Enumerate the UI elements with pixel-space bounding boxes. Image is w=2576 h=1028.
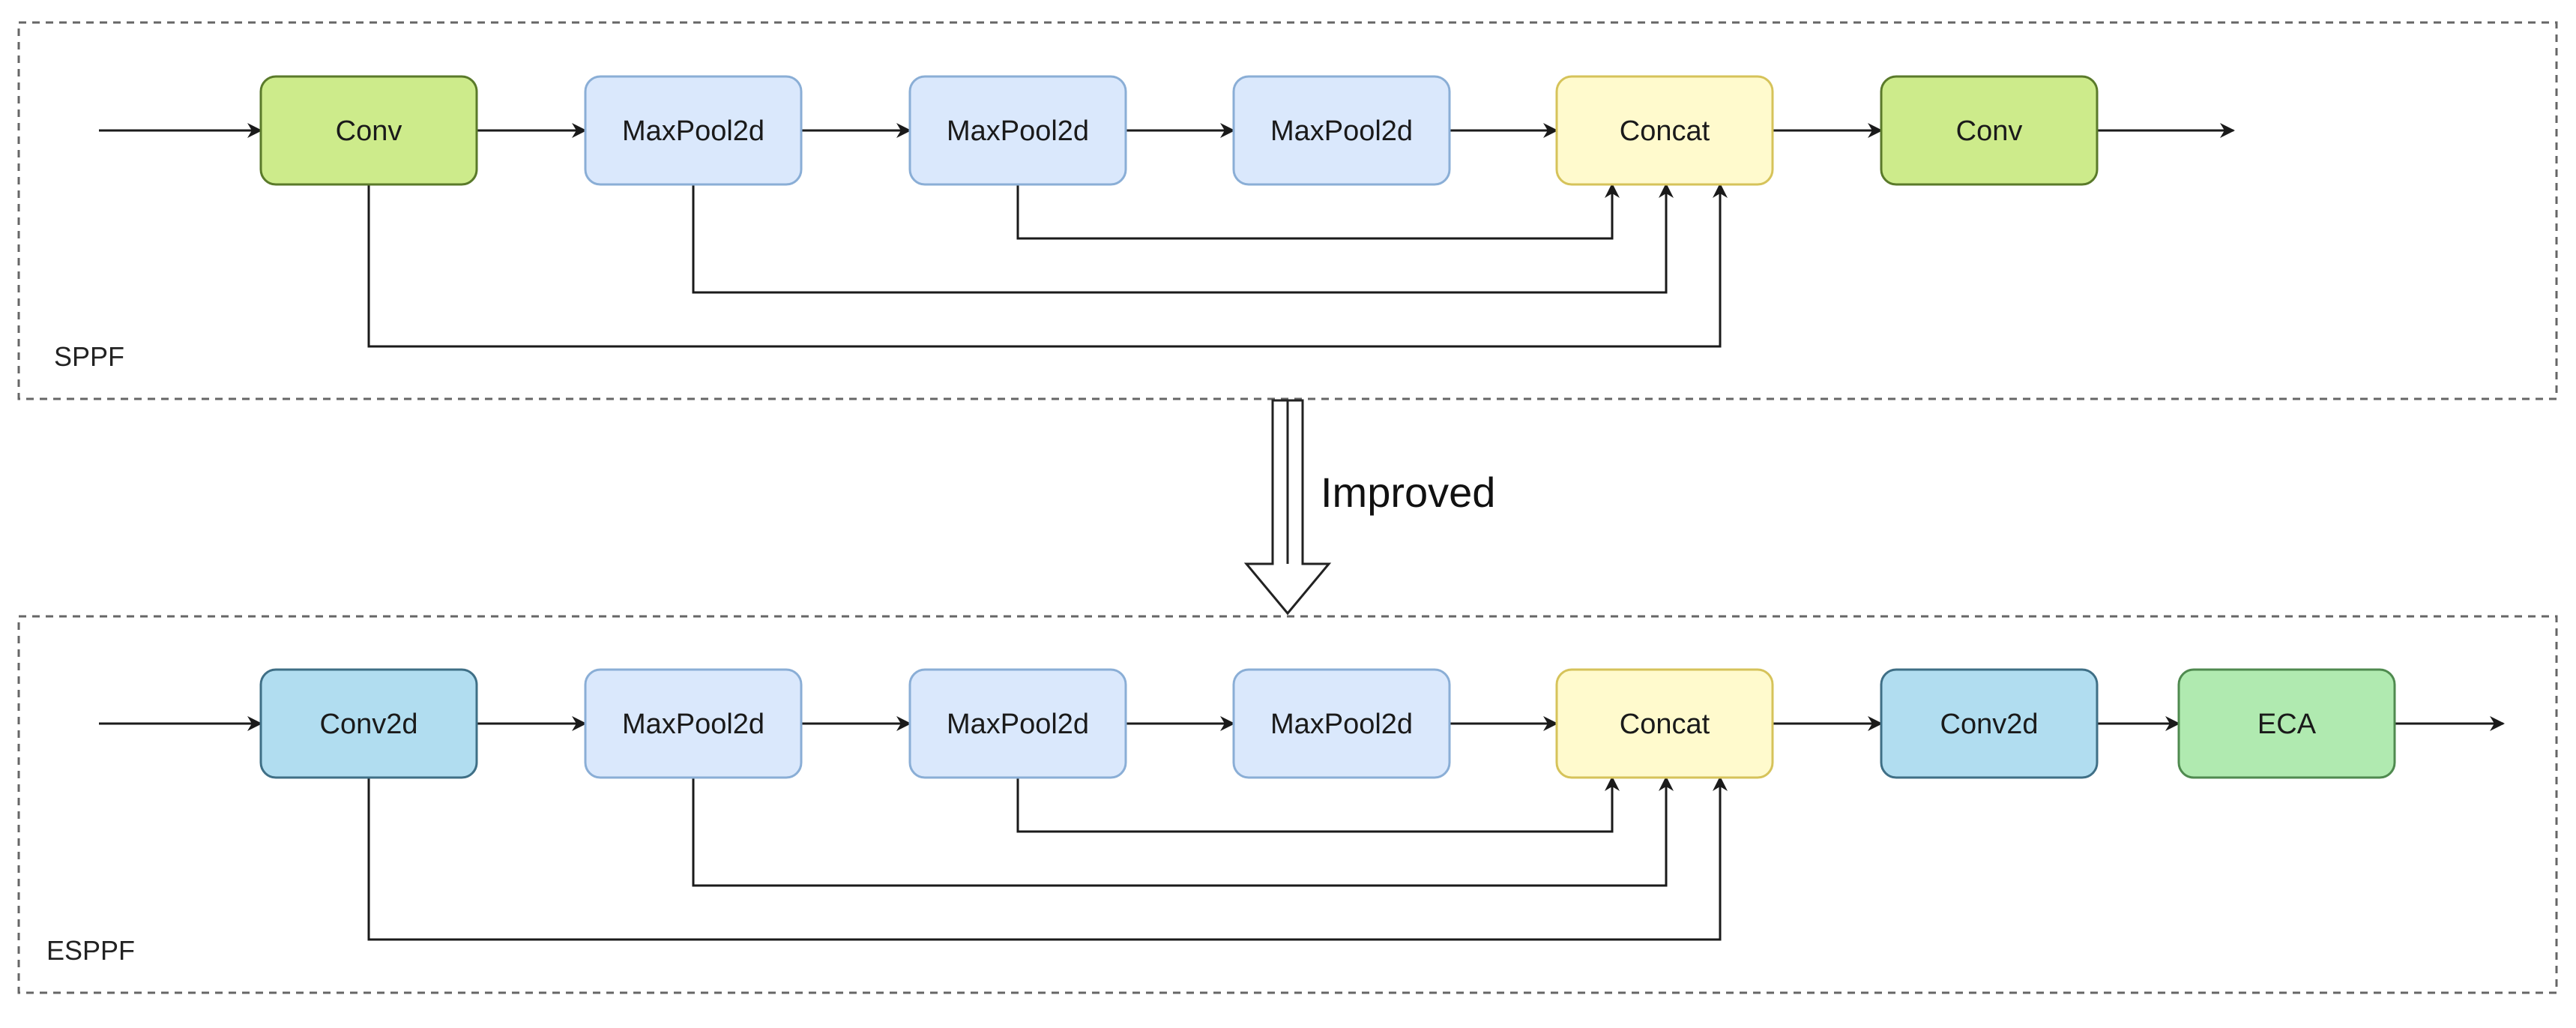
sppf-conv-1-skip-to-concat <box>367 183 1728 348</box>
sppf-maxpool-1: MaxPool2d <box>584 75 803 186</box>
sppf-conv-2-box <box>1880 75 2099 186</box>
esppf-eca: ECA <box>2177 668 2396 779</box>
sppf-maxpool-1-label: MaxPool2d <box>622 115 764 147</box>
sppf-conv-1-label: Conv <box>336 115 402 147</box>
sppf-maxpool-2: MaxPool2d <box>908 75 1127 186</box>
esppf-conv2d-1-label: Conv2d <box>320 709 418 740</box>
sppf-conv-1: Conv <box>259 75 478 186</box>
esppf-group-frame <box>17 615 2558 994</box>
sppf-concat: Concat <box>1555 75 1774 186</box>
esppf-maxpool-3: MaxPool2d <box>1232 668 1451 779</box>
sppf-maxpool-2-skip-to-concat <box>1016 183 1620 240</box>
sppf-group-frame <box>17 21 2558 400</box>
esppf-maxpool-1-skip-to-concat <box>692 776 1674 887</box>
esppf-maxpool-3-box <box>1232 668 1451 779</box>
sppf-conv-2-label: Conv <box>1956 115 2023 147</box>
esppf-concat: Concat <box>1555 668 1774 779</box>
sppf-maxpool-3-label: MaxPool2d <box>1270 115 1413 147</box>
sppf-conv-1-box <box>259 75 478 186</box>
esppf-conv2d-1-box <box>259 668 478 779</box>
sppf-maxpool-1-box <box>584 75 803 186</box>
sppf-nodes: Conv MaxPool2d MaxPool2d MaxPool2d Concat Con… <box>259 75 2099 186</box>
esppf-conv2d-2: Conv2d <box>1880 668 2099 779</box>
esppf-concat-box <box>1555 668 1774 779</box>
esppf-conv2d-1-skip-to-concat <box>367 776 1728 941</box>
sppf-concat-label: Concat <box>1620 115 1710 147</box>
sppf-group-label: SPPF <box>54 341 124 372</box>
esppf-maxpool-1-label: MaxPool2d <box>622 709 764 740</box>
sppf-maxpool-3-box <box>1232 75 1451 186</box>
sppf-conv-2: Conv <box>1880 75 2099 186</box>
sppf-concat-box <box>1555 75 1774 186</box>
esppf-nodes: Conv2d MaxPool2d MaxPool2d MaxPool2d Concat C… <box>259 668 2396 779</box>
sppf-edges <box>99 123 2235 348</box>
sppf-maxpool-3: MaxPool2d <box>1232 75 1451 186</box>
esppf-maxpool-1-box <box>584 668 803 779</box>
sppf-maxpool-2-label: MaxPool2d <box>947 115 1089 147</box>
esppf-edges <box>99 716 2505 941</box>
sppf-maxpool-1-skip-to-concat <box>692 183 1674 294</box>
sppf-maxpool-2-box <box>908 75 1127 186</box>
esppf-conv2d-2-box <box>1880 668 2099 779</box>
esppf-maxpool-2-label: MaxPool2d <box>947 709 1089 740</box>
esppf-group-label: ESPPF <box>46 935 135 966</box>
esppf-conv2d-1: Conv2d <box>259 668 478 779</box>
esppf-maxpool-1: MaxPool2d <box>584 668 803 779</box>
esppf-maxpool-2-skip-to-concat <box>1016 776 1620 833</box>
esppf-maxpool-3-label: MaxPool2d <box>1270 709 1413 740</box>
esppf-eca-box <box>2177 668 2396 779</box>
esppf-maxpool-2-box <box>908 668 1127 779</box>
esppf-maxpool-2: MaxPool2d <box>908 668 1127 779</box>
esppf-concat-label: Concat <box>1620 709 1710 740</box>
esppf-eca-label: ECA <box>2257 709 2317 740</box>
improved-label: Improved <box>1321 469 1495 516</box>
esppf-conv2d-2-label: Conv2d <box>1940 709 2039 740</box>
